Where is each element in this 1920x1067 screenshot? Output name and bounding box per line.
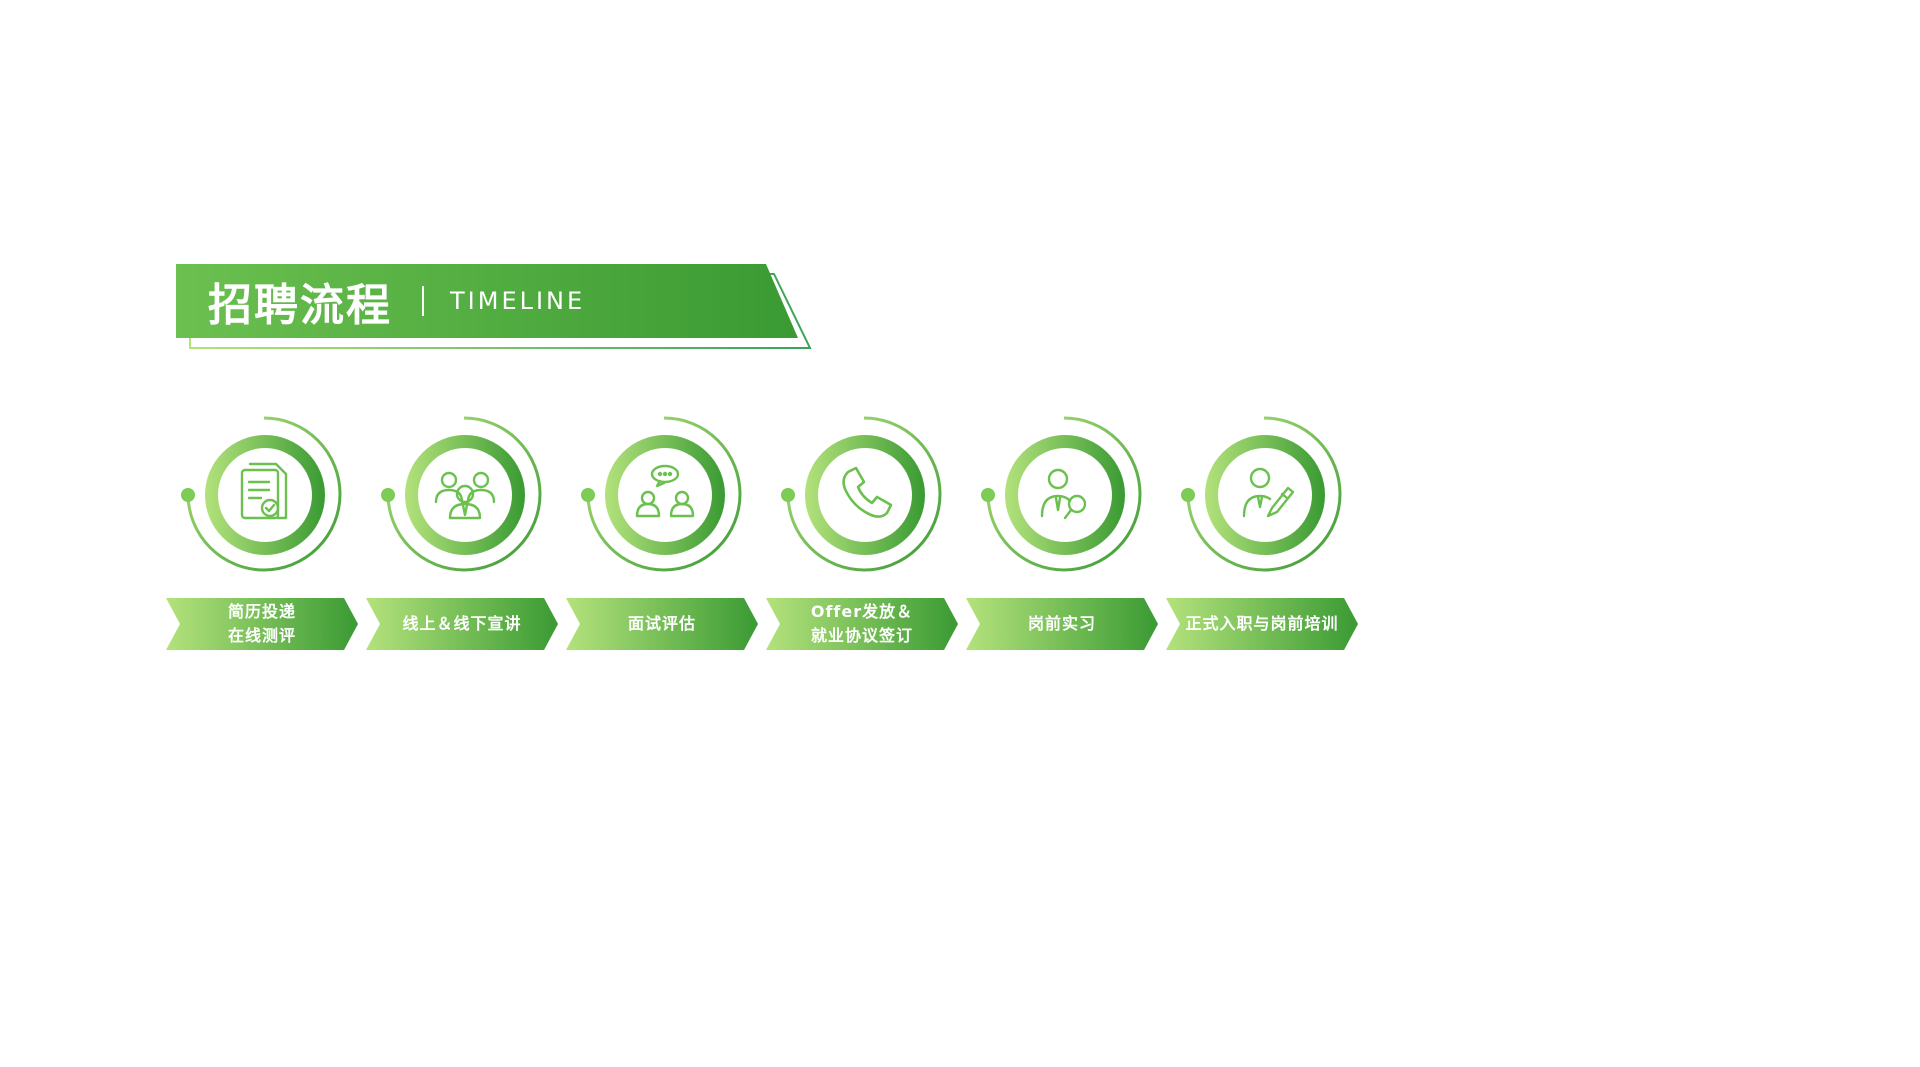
- step-graphic: [381, 416, 542, 572]
- label-arrow-shape: [366, 598, 558, 650]
- step-1: 简历投递 在线测评: [166, 412, 368, 652]
- step-graphic: [781, 416, 942, 572]
- step-label: Offer发放＆ 就业协议签订: [810, 602, 914, 645]
- header-banner: 招聘流程 TIMELINE: [176, 264, 812, 350]
- page-title: 招聘流程: [208, 280, 392, 331]
- step-label: 岗前实习: [1027, 614, 1096, 633]
- step-graphic: [1181, 416, 1342, 572]
- step-graphic: [181, 416, 342, 572]
- label-arrow-shape: [566, 598, 758, 650]
- step-graphic: [581, 416, 742, 572]
- step-label: 线上＆线下宣讲: [402, 614, 522, 633]
- step-label: 简历投递 在线测评: [227, 602, 296, 645]
- person-search-icon: [1040, 468, 1087, 520]
- label-arrow-shape: [166, 598, 358, 650]
- connector-dot: [181, 488, 195, 502]
- label-arrow-shape: [966, 598, 1158, 650]
- step-5: 岗前实习: [966, 412, 1168, 652]
- label-arrow-shape: [1166, 598, 1358, 650]
- banner-shape: [176, 264, 812, 349]
- connector-dot: [781, 488, 795, 502]
- step-4: Offer发放＆ 就业协议签订: [766, 412, 968, 652]
- connector-dot: [381, 488, 395, 502]
- step-label: 正式入职与岗前培训: [1185, 614, 1339, 633]
- step-6: 正式入职与岗前培训: [1166, 412, 1368, 652]
- page-subtitle: TIMELINE: [450, 287, 586, 315]
- step-graphic: [981, 416, 1142, 572]
- step-2: 线上＆线下宣讲: [366, 412, 568, 652]
- connector-dot: [581, 488, 595, 502]
- interview-chat-icon: [635, 464, 695, 518]
- step-3: 面试评估: [566, 412, 768, 652]
- connector-dot: [981, 488, 995, 502]
- step-label: 面试评估: [627, 614, 696, 633]
- person-edit-icon: [1242, 467, 1295, 518]
- label-arrow-shape: [766, 598, 958, 650]
- phone-icon: [842, 466, 893, 518]
- banner-text: 招聘流程 TIMELINE: [176, 264, 585, 338]
- group-people-icon: [434, 471, 496, 520]
- title-divider: [422, 286, 424, 316]
- document-check-icon: [240, 462, 288, 520]
- connector-dot: [1181, 488, 1195, 502]
